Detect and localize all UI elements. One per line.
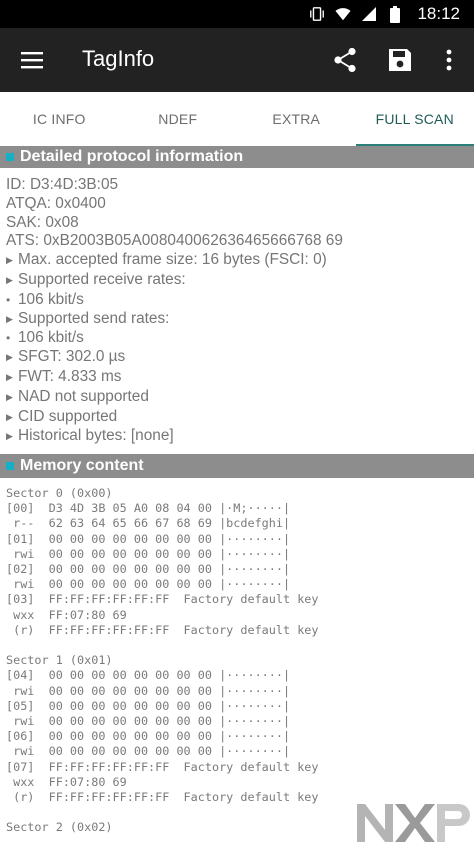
info-bullet-line: ▶ Supported receive rates: — [6, 271, 471, 291]
info-bullet-text: 106 kbit/s — [18, 329, 84, 347]
memory-row: rwi 00 00 00 00 00 00 00 00 |········| — [6, 714, 291, 729]
memory-row: [03] FF:FF:FF:FF:FF:FF Factory default k… — [6, 592, 319, 607]
memory-row: rwi 00 00 00 00 00 00 00 00 |········| — [6, 546, 291, 561]
memory-row: [05] 00 00 00 00 00 00 00 00 |········| — [6, 698, 291, 713]
memory-row: (r) FF:FF:FF:FF:FF:FF Factory default ke… — [6, 622, 319, 637]
memory-row: [07] FF:FF:FF:FF:FF:FF Factory default k… — [6, 759, 319, 774]
memory-row: wxx FF:07:80 69 — [6, 607, 127, 622]
info-bullet-line: • 106 kbit/s — [6, 291, 471, 310]
menu-icon[interactable] — [20, 48, 44, 72]
triangle-bullet-icon: ▶ — [6, 313, 13, 324]
memory-row: rwi 00 00 00 00 00 00 00 00 |········| — [6, 683, 291, 698]
memory-section-header: Memory content — [0, 454, 474, 478]
info-bullet-line: ▶ FWT: 4.833 ms — [6, 368, 471, 388]
info-line: ATQA: 0x0400 — [6, 194, 106, 212]
section-bullet-icon — [6, 153, 14, 161]
nxp-logo — [355, 798, 474, 842]
sector-label: Sector 0 (0x00) — [6, 486, 113, 500]
memory-row: rwi 00 00 00 00 00 00 00 00 |········| — [6, 577, 291, 592]
tab-full-scan[interactable]: FULL SCAN — [355, 92, 474, 147]
info-bullet-text: Historical bytes: [none] — [18, 427, 174, 445]
memory-row: [00] D3 4D 3B 05 A0 08 04 00 |·M;·····| — [6, 501, 291, 516]
memory-row: rwi 00 00 00 00 00 00 00 00 |········| — [6, 744, 291, 759]
memory-row: wxx FF:07:80 69 — [6, 774, 127, 789]
status-time: 18:12 — [417, 4, 460, 23]
memory-dump: Sector 0 (0x00)[00] D3 4D 3B 05 A0 08 04… — [6, 486, 471, 836]
info-bullet-line: ▶ CID supported — [6, 408, 471, 428]
memory-row: (r) FF:FF:FF:FF:FF:FF Factory default ke… — [6, 790, 319, 805]
info-bullet-text: NAD not supported — [18, 387, 149, 405]
tab-ic-info[interactable]: IC INFO — [32, 111, 86, 127]
info-line: ATS: 0xB2003B05A008040062636465666768 69 — [6, 232, 343, 250]
info-bullet-text: 106 kbit/s — [18, 290, 84, 308]
status-bar: 18:12 — [0, 0, 474, 28]
memory-row: [04] 00 00 00 00 00 00 00 00 |········| — [6, 668, 291, 683]
app-title: TagInfo — [82, 46, 155, 71]
triangle-bullet-icon: ▶ — [6, 352, 13, 363]
tab-bar: IC INFO NDEF EXTRA FULL SCAN — [0, 92, 474, 147]
memory-row: [02] 00 00 00 00 00 00 00 00 |········| — [6, 562, 291, 577]
memory-row: [06] 00 00 00 00 00 00 00 00 |········| — [6, 729, 291, 744]
info-bullet-text: SFGT: 302.0 µs — [18, 348, 126, 366]
sector-label: Sector 1 (0x01) — [6, 653, 113, 668]
info-bullet-text: CID supported — [18, 407, 118, 425]
triangle-bullet-icon: ▶ — [6, 371, 13, 382]
info-bullet-line: ▶ SFGT: 302.0 µs — [6, 348, 471, 368]
triangle-bullet-icon: ▶ — [6, 255, 13, 266]
wifi-icon — [335, 6, 352, 22]
battery-icon — [387, 5, 403, 23]
protocol-info: ID: D3:4D:3B:05 ATQA: 0x0400 SAK: 0x08 A… — [6, 176, 471, 447]
info-bullet-line: ▶ Historical bytes: [none] — [6, 427, 471, 447]
sector-spacer — [6, 638, 471, 653]
memory-row: r-- 62 63 64 65 66 67 68 69 |bcdefghi| — [6, 516, 291, 531]
info-bullet-line: ▶ NAD not supported — [6, 388, 471, 408]
dot-bullet-icon: • — [6, 292, 11, 307]
triangle-bullet-icon: ▶ — [6, 431, 13, 442]
sector-label: Sector 2 (0x02) — [6, 820, 113, 835]
triangle-bullet-icon: ▶ — [6, 274, 13, 285]
protocol-section-header: Detailed protocol information — [0, 146, 474, 168]
triangle-bullet-icon: ▶ — [6, 411, 13, 422]
app-bar: TagInfo — [0, 28, 474, 92]
info-bullet-text: FWT: 4.833 ms — [18, 367, 122, 385]
share-icon[interactable] — [332, 47, 358, 73]
vibrate-icon — [309, 6, 325, 22]
more-vert-icon[interactable] — [436, 47, 462, 73]
info-bullet-text: Supported receive rates: — [18, 270, 186, 288]
dot-bullet-icon: • — [6, 331, 11, 346]
protocol-section-title: Detailed protocol information — [20, 148, 244, 165]
tab-extra[interactable]: EXTRA — [272, 111, 321, 127]
info-bullet-text: Max. accepted frame size: 16 bytes (FSCI… — [18, 251, 327, 269]
tab-ndef[interactable]: NDEF — [158, 111, 198, 127]
save-icon[interactable] — [387, 47, 413, 73]
section-bullet-icon — [6, 462, 14, 470]
info-line: SAK: 0x08 — [6, 213, 79, 231]
info-line: ID: D3:4D:3B:05 — [6, 176, 119, 193]
info-bullet-text: Supported send rates: — [18, 309, 170, 327]
info-bullet-line: • 106 kbit/s — [6, 329, 471, 348]
info-bullet-line: ▶ Supported send rates: — [6, 310, 471, 330]
triangle-bullet-icon: ▶ — [6, 391, 13, 402]
memory-section-title: Memory content — [20, 457, 144, 474]
memory-row: [01] 00 00 00 00 00 00 00 00 |········| — [6, 531, 291, 546]
signal-icon — [361, 6, 377, 22]
info-bullet-line: ▶ Max. accepted frame size: 16 bytes (FSC… — [6, 251, 471, 271]
